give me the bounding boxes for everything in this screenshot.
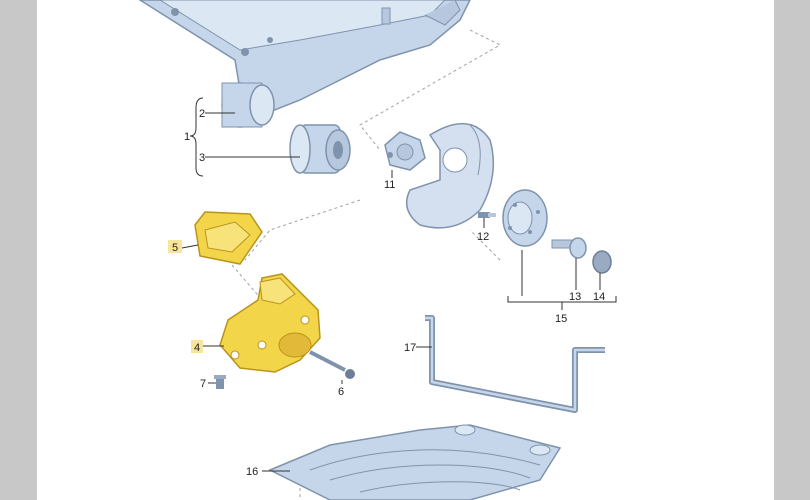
- bolt-12: [478, 212, 496, 218]
- bracket-4: [219, 273, 321, 373]
- bushing-housing: [221, 82, 275, 128]
- washer-13: [551, 237, 587, 259]
- wheel-hub: [502, 189, 548, 247]
- part-label-5: 5: [172, 242, 178, 254]
- paper: [37, 0, 774, 500]
- part-label-1: 1: [184, 131, 190, 143]
- nut-7: [214, 375, 226, 389]
- part-label-17: 17: [404, 342, 416, 354]
- label-highlight-4: [191, 340, 203, 353]
- strap-17-inner: [425, 316, 605, 412]
- axle-beam: [138, 0, 471, 116]
- part-label-6: 6: [338, 386, 344, 398]
- part-label-13: 13: [569, 291, 581, 303]
- part-label-2: 2: [199, 108, 205, 120]
- bolt-6: [309, 350, 355, 379]
- part-label-14: 14: [593, 291, 605, 303]
- cover-plate-5: [194, 211, 263, 265]
- brake-backing-plate: [405, 122, 495, 229]
- leader-lines: [181, 97, 617, 472]
- part-label-4: 4: [194, 342, 200, 354]
- part-label-3: 3: [199, 152, 205, 164]
- part-label-11: 11: [384, 179, 395, 191]
- wheel-bearing-housing: [384, 131, 426, 171]
- part-label-16: 16: [246, 466, 258, 478]
- part-label-12: 12: [477, 231, 489, 243]
- dust-cap-14: [592, 250, 612, 274]
- part-label-7: 7: [200, 378, 206, 390]
- underbody-shield-16: [268, 424, 562, 500]
- rubber-bushing: [289, 124, 351, 174]
- label-highlight-5: [168, 240, 182, 253]
- part-label-15: 15: [555, 313, 567, 325]
